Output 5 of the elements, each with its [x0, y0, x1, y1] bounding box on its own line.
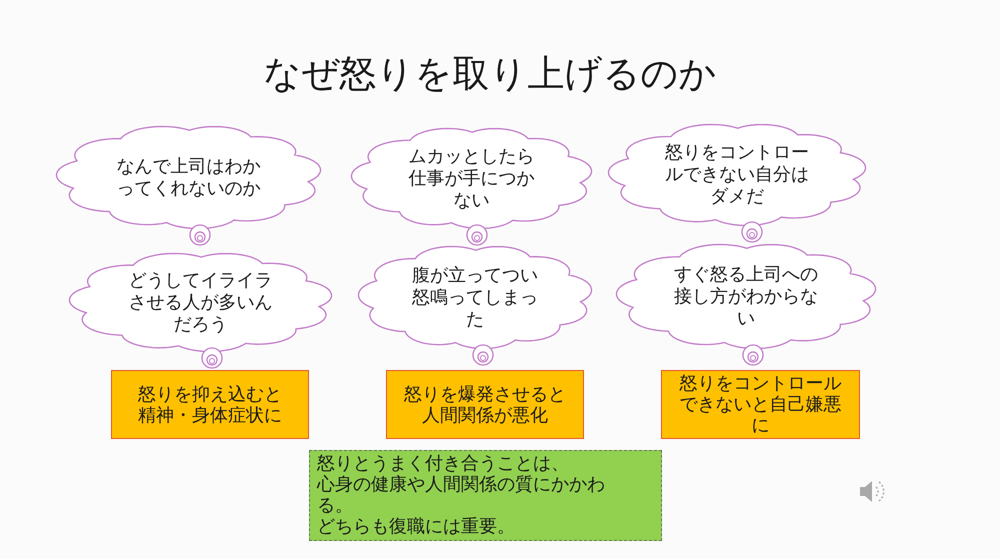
- result-box: 怒りを爆発させると人間関係が悪化: [386, 370, 584, 439]
- title: なぜ怒りを取り上げるのか: [262, 51, 718, 97]
- result-box: 怒りをコントロールできないと自己嫌悪に: [661, 370, 860, 439]
- note-box: 怒りとうまく付き合うことは、 心身の健康や人間関係の質にかかわる。 どちらも復職には重要。: [309, 450, 662, 541]
- result-box: 怒りを抑え込むと精神・身体症状に: [111, 370, 309, 439]
